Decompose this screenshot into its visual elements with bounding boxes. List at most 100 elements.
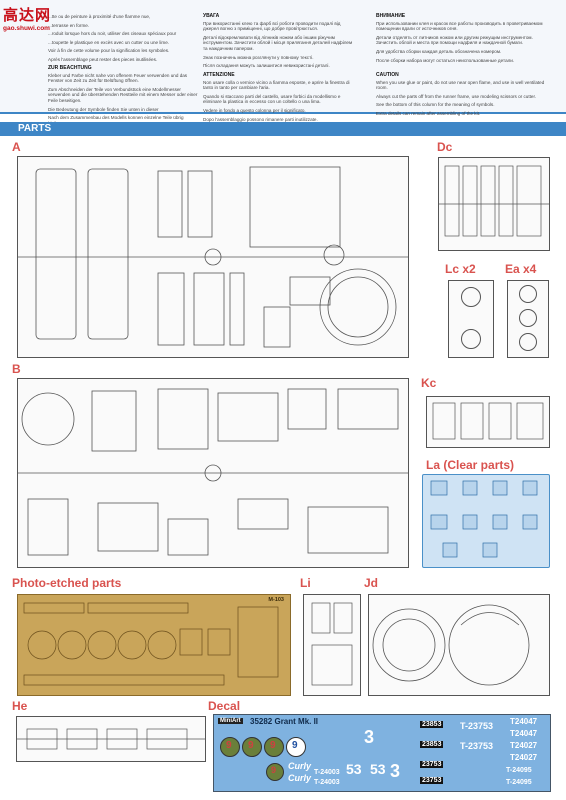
decal-serial: T-24003 (314, 779, 340, 786)
instruction-title: ZUR BEACHTUNG (48, 65, 92, 71)
decal-right: T-24095 (506, 779, 532, 786)
watermark-sub: gao.shuwi.com (3, 25, 50, 32)
instruction-title: ВНИМАНИЕ (376, 13, 406, 19)
instruction-title: УВАГА (203, 13, 220, 19)
instruction-line: Знак позначень можна розглянути у повном… (203, 54, 314, 60)
sprue-li-parts (311, 602, 353, 686)
watermark-main: 高达网 (3, 6, 52, 24)
roundel-number: 9 (270, 740, 276, 751)
sprue-la-parts (430, 480, 538, 558)
instruction-line: Деталі відокремлювати від ліпників ножем… (203, 34, 353, 51)
roundel: 9 (242, 737, 262, 757)
instructions-band: 高达网 gao.shuwi.com ...tte ou de peinture … (0, 0, 566, 126)
sprue-dc-parts (439, 165, 549, 237)
section-label-li: Li (300, 576, 311, 590)
instruction-french: ...tte ou de peinture à proximité d'une … (48, 14, 184, 66)
instruction-title: CAUTION (376, 72, 399, 78)
instruction-german: ZUR BEACHTUNG Kleber und Farbe nicht nah… (48, 65, 198, 129)
decal-kit-title: 35282 Grant Mk. II (250, 717, 319, 726)
instruction-line: ...toupette le plastique en excès avec u… (48, 39, 170, 45)
sprue-jd (368, 594, 550, 696)
decal-number: 3 (390, 761, 401, 781)
section-label-kc: Kc (421, 376, 437, 390)
instruction-line: Die Bedeutung der Symbole finden Sie unt… (48, 106, 159, 112)
decal-right: T-24095 (506, 767, 532, 774)
instruction-line: Quando si staccano parti del castello, u… (203, 93, 341, 105)
instruction-italian: ATTENZIONE Non usare colla o vernice vic… (203, 72, 353, 125)
decal-53: 53 (346, 761, 362, 777)
instruction-line: Після складання можуть залишитися невико… (203, 63, 330, 69)
decal-number: 3 (364, 727, 375, 747)
roundel-number: 9 (271, 765, 277, 775)
watermark: 高达网 gao.shuwi.com (3, 4, 63, 38)
section-label-dc: Dc (437, 140, 453, 154)
sprue-ea (507, 280, 549, 358)
instruction-line: Vedere in fondo a questo colonna per il … (203, 107, 306, 113)
sprue-la-clear (422, 474, 550, 568)
roundel: 9 (266, 763, 284, 781)
instruction-line: Voir à fin de cette volume pour la signi… (48, 48, 170, 54)
instruction-line: Zum Abschneiden der Teile von Verbundstü… (48, 86, 198, 103)
instruction-line: Детали отделять от литников ножом или др… (376, 34, 533, 46)
instruction-line: Для удобства сборки каждая деталь обозна… (376, 48, 502, 54)
instruction-line: После сборки набора могут остаться неисп… (376, 57, 515, 63)
instruction-line: Always cut the parts off from the runner… (376, 93, 536, 99)
instruction-line: When you use glue or paint, do not use n… (376, 79, 545, 91)
decal-right: T24047 (510, 729, 538, 738)
section-label-la: La (Clear parts) (426, 458, 515, 472)
sprue-li (303, 594, 361, 696)
section-label-pe: Photo-etched parts (12, 576, 122, 590)
sprue-jd-parts (372, 604, 530, 686)
photo-etched-fret: M-103 (17, 594, 291, 696)
section-label-a: A (12, 140, 21, 154)
parts-header: PARTS (18, 123, 52, 134)
pe-code: M-103 (268, 597, 284, 603)
roundel: 9 (264, 737, 284, 757)
instruction-line: ...tte ou de peinture à proximité d'une … (48, 14, 151, 19)
roundel-number: 9 (226, 740, 232, 751)
decal-right: T24027 (510, 741, 538, 750)
sprue-b-parts (18, 388, 408, 556)
decal-plate: 23753 (420, 777, 444, 784)
decal-sheet: MiniArt 35282 Grant Mk. II 9 9 9 9 9 Cur… (213, 714, 551, 792)
roundel-number: 9 (292, 740, 298, 751)
decal-right: T24027 (510, 753, 538, 762)
instruction-ukrainian: УВАГА При використанні клею та фарб всі … (203, 13, 353, 72)
decal-plate: 23753 (420, 761, 444, 768)
instruction-line: ...roduit lorsque hors du noir, utiliser… (48, 31, 177, 37)
instruction-line: Dopo l'assemblaggio possono rimanere par… (203, 116, 318, 122)
sprue-kc-parts (432, 402, 544, 440)
roundel: 9 (286, 737, 306, 757)
sprue-he-parts (17, 728, 205, 750)
instruction-russian: ВНИМАНИЕ При использовании клея и красок… (376, 13, 546, 66)
wheel-part (519, 309, 537, 327)
decal-serial: T-23753 (460, 741, 494, 751)
instruction-line: Kleber und Farbe nicht nahe von offenem … (48, 72, 188, 84)
instruction-line: Extra details can remain after assemblin… (376, 110, 481, 116)
instruction-line: Non usare colla o vernice vicino a fiamm… (203, 79, 350, 91)
decal-plate: 23853 (420, 741, 444, 748)
sprue-dc (438, 157, 550, 251)
instruction-line: ...terrasse en forme. (48, 22, 90, 28)
decal-53: 53 (370, 761, 386, 777)
decal-right: T24047 (510, 717, 538, 726)
decal-name-curly: Curly (288, 773, 312, 783)
instruction-line: Après l'assemblage peut rester des piece… (48, 56, 158, 62)
instruction-line: При использовании клея и красок все рабо… (376, 20, 543, 32)
pe-parts (23, 602, 279, 686)
section-label-ea: Ea x4 (505, 262, 537, 276)
instruction-line: При використанні клею та фарб всі роботи… (203, 20, 341, 32)
sprue-he (16, 716, 206, 762)
sprue-kc (426, 396, 550, 448)
sprue-a-parts (18, 166, 408, 348)
sprocket-part (461, 287, 481, 307)
sprue-lc (448, 280, 494, 358)
decal-serial: T-24003 (314, 769, 340, 776)
decal-plate: 23853 (420, 721, 444, 728)
sprocket-part (461, 329, 481, 349)
instruction-english: CAUTION When you use glue or paint, do n… (376, 72, 546, 120)
section-label-b: B (12, 362, 21, 376)
decal-name-curly: Curly (288, 761, 312, 771)
sprue-a (17, 156, 409, 358)
decal-serial: T-23753 (460, 721, 494, 731)
